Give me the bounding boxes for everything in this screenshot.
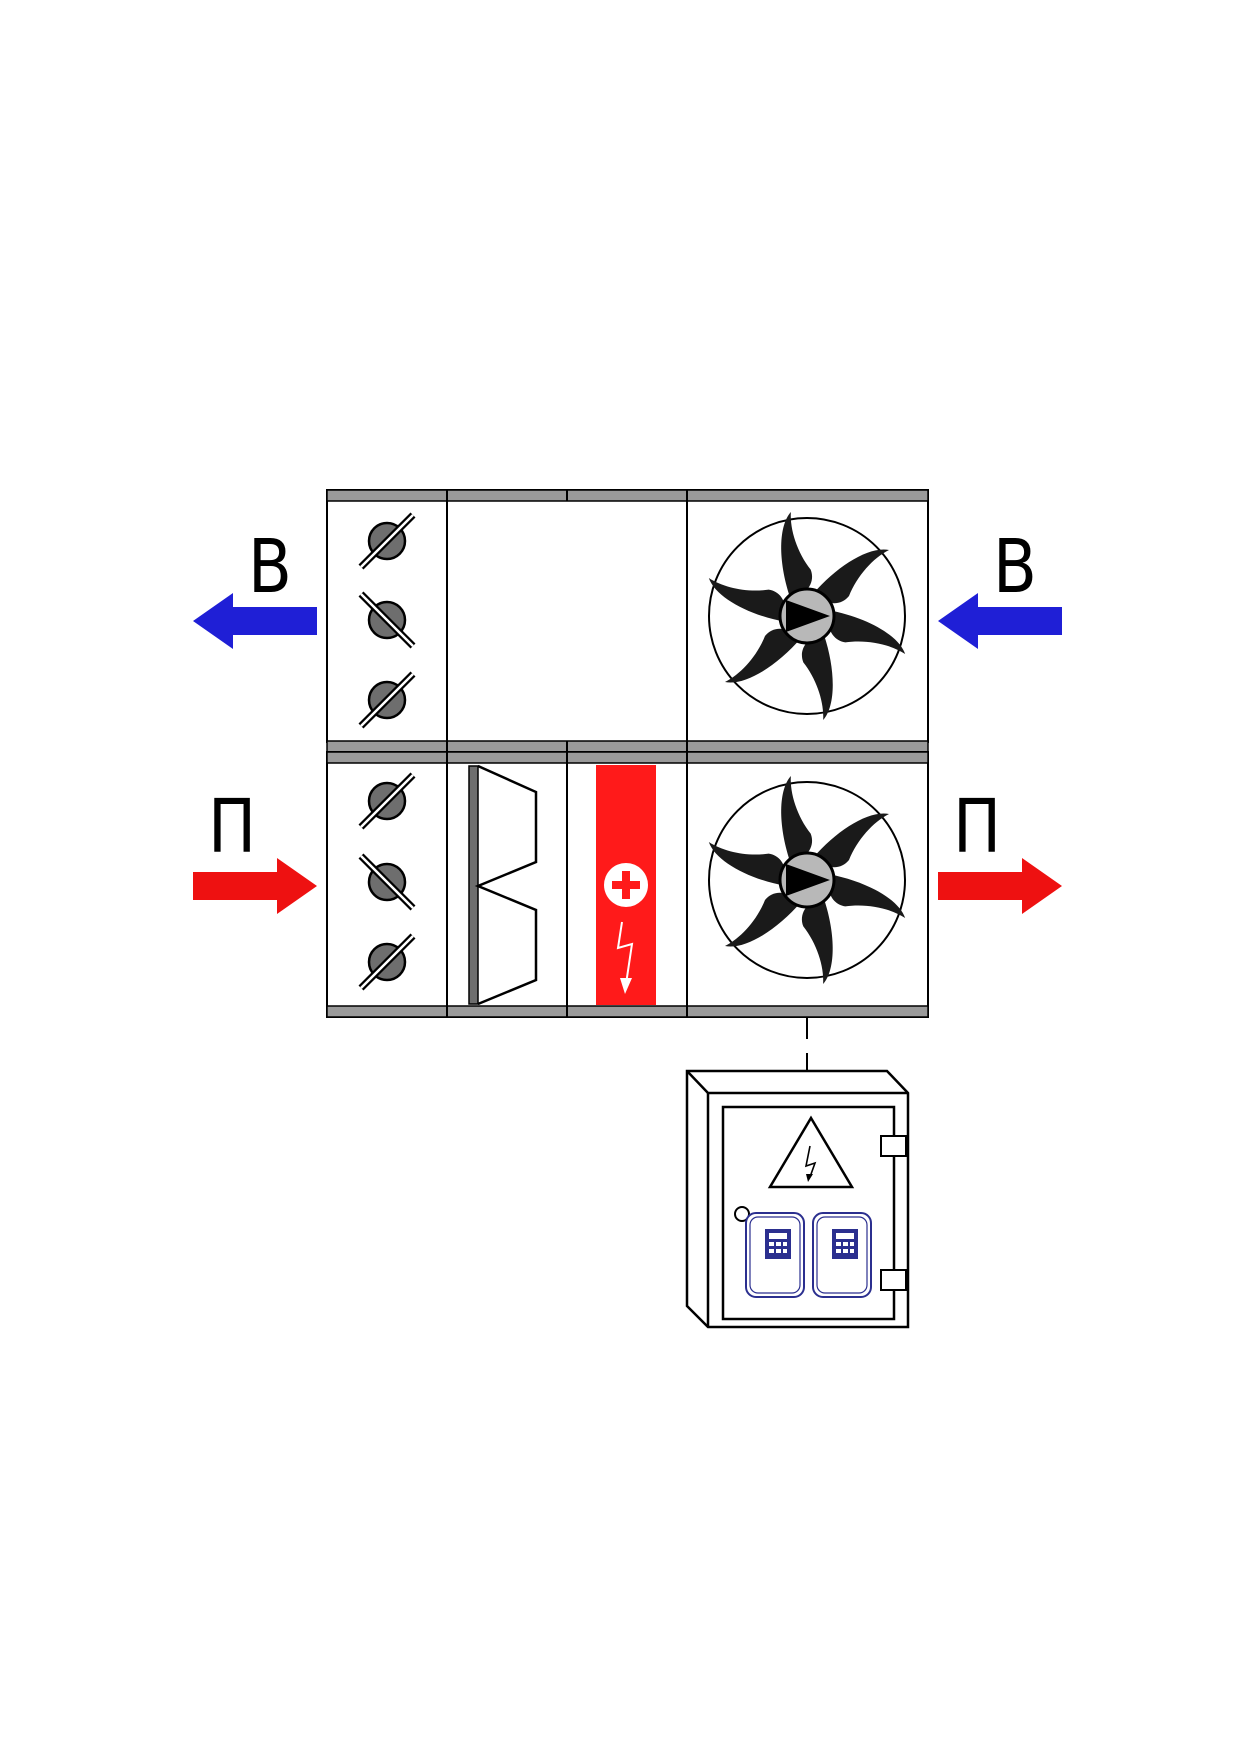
electric-heater-icon <box>596 765 656 1005</box>
filter-icon <box>468 764 538 1006</box>
exhaust-in-label: В <box>993 525 1037 611</box>
exhaust-out-label: В <box>248 525 292 611</box>
exhaust-in-arrow <box>938 593 1062 649</box>
supply-out-label: П <box>953 785 1002 871</box>
exhaust-out-arrow <box>193 593 317 649</box>
supply-in-arrow <box>193 858 317 914</box>
supply-out-arrow <box>938 858 1062 914</box>
exhaust-section <box>326 489 929 753</box>
high-voltage-icon <box>767 1115 855 1189</box>
control-cabinet <box>685 1069 910 1329</box>
supply-section <box>326 751 929 1018</box>
damper-icon <box>361 775 413 988</box>
damper-icon <box>361 515 413 726</box>
supply-in-label: П <box>208 785 257 871</box>
